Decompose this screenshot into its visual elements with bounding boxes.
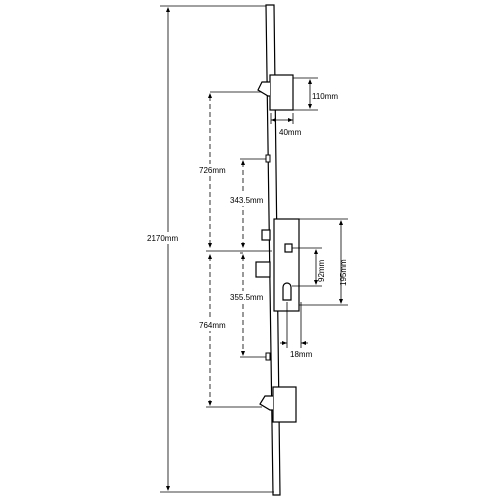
total-height-label: 2170mm: [147, 234, 178, 243]
top-hook-bolt: 110mm 40mm: [257, 74, 338, 137]
cylinder-hole-icon: [282, 282, 292, 301]
overall-height-dimension: 2170mm: [145, 5, 274, 493]
bottom-hook-bolt: [259, 386, 297, 423]
lock-case: 195mm 92mm 18mm: [255, 218, 348, 359]
backset-label: 40mm: [279, 128, 302, 137]
cylinder-offset-label: 18mm: [290, 350, 313, 359]
bottom-upper-label: 355.5mm: [230, 293, 264, 302]
top-upper-label: 726mm: [199, 166, 226, 175]
bottom-dimensions: 355.5mm 764mm: [197, 252, 271, 408]
bottom-lower-label: 764mm: [199, 321, 226, 330]
case-height-label: 195mm: [339, 259, 348, 286]
hook-height-label: 110mm: [312, 92, 338, 101]
top-dimensions: 726mm 343.5mm: [197, 91, 272, 252]
faceplate: [265, 4, 281, 496]
top-lower-label: 343.5mm: [230, 196, 264, 205]
centres-label: 92mm: [317, 259, 326, 282]
